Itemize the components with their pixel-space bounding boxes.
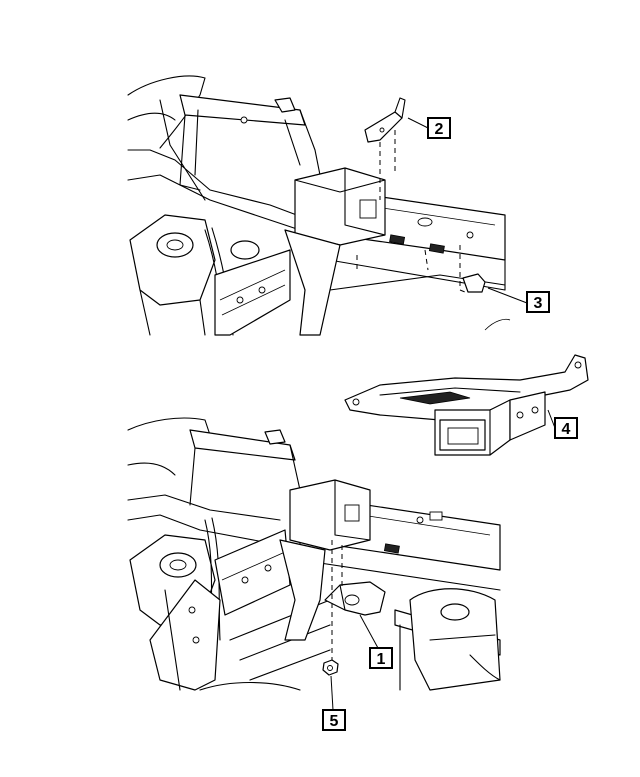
- callout-leaders: [330, 117, 556, 711]
- top-vehicle-frame-view: [127, 75, 511, 336]
- callout-4: 4: [554, 417, 578, 439]
- callout-1-label: 1: [377, 651, 386, 668]
- callout-3: 3: [526, 291, 550, 313]
- callout-4-label: 4: [562, 421, 571, 438]
- callout-3-label: 3: [534, 295, 543, 312]
- callout-2: 2: [427, 117, 451, 139]
- callout-5: 5: [322, 709, 346, 731]
- bracket-part-4: [344, 354, 589, 456]
- callout-2-label: 2: [435, 121, 444, 138]
- callout-1: 1: [369, 647, 393, 669]
- callout-5-label: 5: [330, 713, 339, 730]
- bottom-vehicle-frame-view: [127, 417, 501, 691]
